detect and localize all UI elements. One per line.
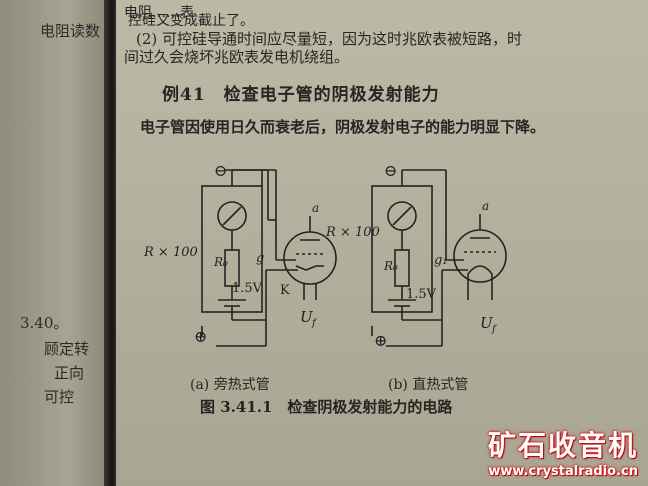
left-grid-label: g [256,251,264,266]
left-resistor-label: R × 100 [143,245,198,260]
caption-right: (b) 直热式管 [388,377,469,393]
right-minus-terminal: ⊖ [384,161,397,180]
main-page: 电阻……表 控硅又变成截止了。 (2) 可控硅导通时间应尽量短，因为这时兆欧表被… [116,0,648,486]
right-r0-label: R₀ [383,259,398,273]
right-u-label: U [480,314,494,332]
caption-left: (a) 旁热式管 [190,377,270,393]
left-text-5: 可控 [44,388,75,406]
left-text-1: 电阻读数 [40,22,101,40]
left-uf-label: f [311,318,318,329]
left-minus-terminal: ⊖ [214,161,227,180]
left-voltage-label: 1.5V [232,281,263,296]
text-line-2a: 控硅又变成截止了。 [128,13,254,29]
text-line-2b: (2) 可控硅导通时间应尽量短，因为这时兆欧表被短路，时 [136,30,523,48]
left-anode-label: a [312,201,319,215]
left-cathode-label: K [280,283,290,298]
left-text-2: 3.40。 [20,314,69,332]
left-text-3: 顾定转 [44,340,90,358]
right-plus-terminal: ⊕ [374,331,387,350]
watermark-title: 矿石收音机 [487,429,638,462]
text-line-1: 电阻……表 [124,5,194,21]
left-plus-terminal: ⊕ [194,327,207,346]
right-voltage-label: 1.5V [406,287,437,302]
intro-paragraph: 电子管因使用日久而衰老后，阴极发射电子的能力明显下降。 [140,118,546,136]
watermark-url: www.crystalradio.cn [488,464,638,479]
text-line-3: 间过久会烧坏兆欧表发电机绕组。 [124,48,350,66]
right-anode-label: a [482,199,489,213]
circuit-diagram: ⊖ R × 100 R₀ 1.5V g K a U f ⊕ ⊖ R × 100 … [143,161,507,350]
left-text-4: 正向 [54,364,85,382]
section-heading: 例41 检查电子管的阴极发射能力 [162,85,440,105]
left-page: 电阻读数 3.40。 顾定转 正向 可控 [0,0,112,486]
left-r0-label: R₀ [213,255,228,269]
watermark: 矿石收音机 www.crystalradio.cn [488,424,638,479]
right-uf-label: f [491,324,498,335]
figure-title: 图 3.41.1 检查阴极发射能力的电路 [200,398,453,416]
left-u-label: U [300,308,314,326]
right-resistor-label: R × 100 [325,225,380,240]
right-grid-label: g₁ [434,253,448,268]
